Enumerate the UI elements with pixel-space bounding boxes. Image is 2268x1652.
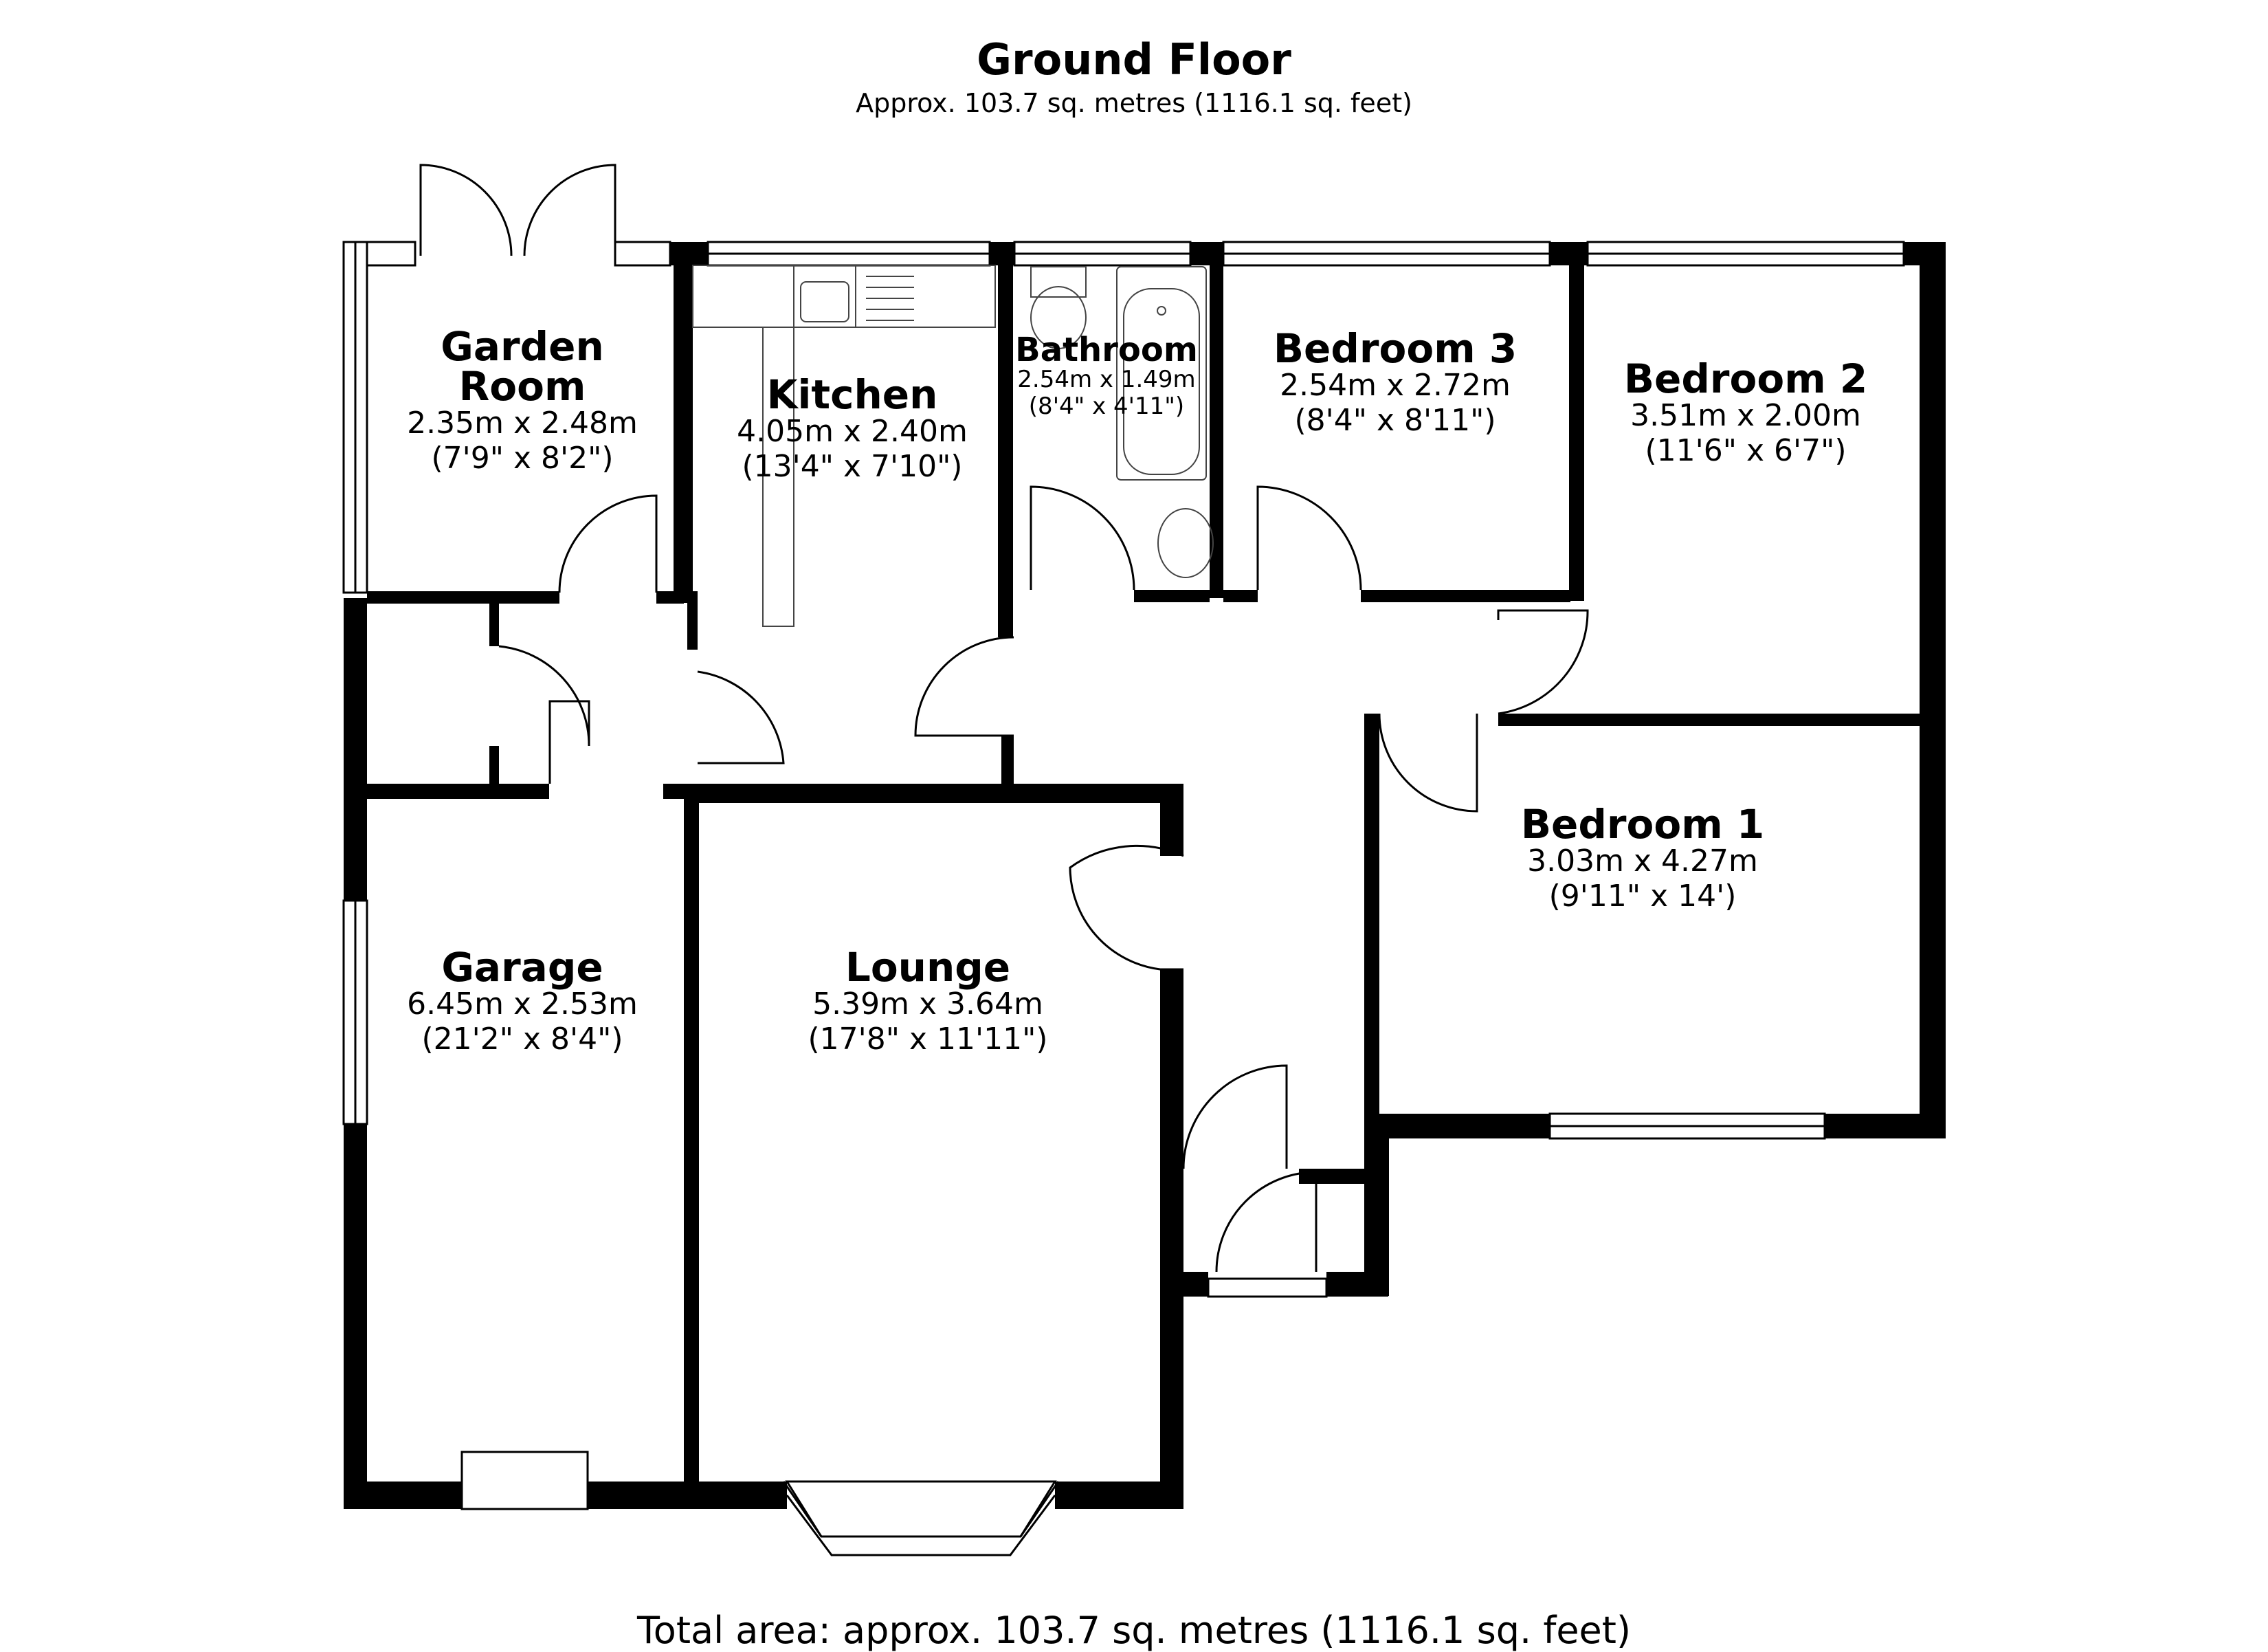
- fixtures: [692, 265, 1214, 627]
- toilet-icon: [1030, 286, 1087, 349]
- room-metric: 3.51m x 2.00m: [1630, 398, 1861, 433]
- room-imperial: (8'4" x 8'11"): [1294, 402, 1496, 438]
- bay-window: [782, 1480, 1060, 1556]
- sink-icon: [793, 265, 856, 328]
- room-metric: 2.35m x 2.48m: [407, 406, 638, 441]
- room-name: Bedroom 2: [1623, 355, 1868, 402]
- walls: [344, 242, 1946, 1509]
- room-metric: 2.54m x 2.72m: [1280, 368, 1511, 403]
- room-label-kitchen: Kitchen 4.05m x 2.40m (13'4" x 7'10"): [708, 375, 997, 484]
- bathtub-icon: [1116, 266, 1207, 481]
- plan-title: Ground Floor: [977, 34, 1291, 85]
- room-name: Bedroom 3: [1273, 325, 1517, 372]
- kitchen-worktop: [692, 265, 996, 328]
- room-imperial: (7'9" x 8'2"): [431, 440, 614, 476]
- room-imperial: (21'2" x 8'4"): [421, 1021, 623, 1057]
- room-metric: 3.03m x 4.27m: [1527, 844, 1758, 879]
- room-metric: 2.54m x 1.49m: [1017, 366, 1196, 393]
- room-imperial: (8'4" x 4'11"): [1028, 393, 1185, 421]
- total-area-footer: Total area: approx. 103.7 sq. metres (11…: [636, 1609, 1632, 1652]
- room-metric: 5.39m x 3.64m: [812, 987, 1043, 1022]
- room-metric: 6.45m x 2.53m: [407, 987, 638, 1022]
- windows: [342, 241, 1905, 1510]
- toilet-cistern-icon: [1030, 266, 1087, 298]
- room-imperial: (11'6" x 6'7"): [1645, 432, 1847, 468]
- basin-icon: [1157, 508, 1214, 578]
- room-label-bathroom: Bathroom 2.54m x 1.49m (8'4" x 4'11"): [1007, 333, 1206, 420]
- room-metric: 4.05m x 2.40m: [737, 414, 968, 449]
- room-name: Lounge: [845, 944, 1011, 991]
- room-name: Garage: [441, 944, 603, 991]
- kitchen-counter: [762, 327, 794, 627]
- room-name: Garden: [441, 323, 604, 370]
- room-label-garden-room: Garden Room 2.35m x 2.48m (7'9" x 8'2"): [385, 327, 660, 476]
- room-label-bedroom2: Bedroom 2 3.51m x 2.00m (11'6" x 6'7"): [1594, 359, 1897, 468]
- plan-subtitle: Approx. 103.7 sq. metres (1116.1 sq. fee…: [856, 88, 1412, 118]
- room-imperial: (9'11" x 14'): [1548, 878, 1737, 914]
- room-name: Kitchen: [766, 371, 938, 418]
- room-name: Bathroom: [1015, 331, 1198, 369]
- room-name: Bedroom 1: [1520, 801, 1765, 848]
- room-label-garage: Garage 6.45m x 2.53m (21'2" x 8'4"): [385, 947, 660, 1057]
- room-imperial: (17'8" x 11'11"): [808, 1021, 1048, 1057]
- room-label-bedroom3: Bedroom 3 2.54m x 2.72m (8'4" x 8'11"): [1237, 329, 1553, 438]
- room-label-bedroom1: Bedroom 1 3.03m x 4.27m (9'11" x 14'): [1485, 804, 1801, 914]
- doors: [419, 164, 1589, 1273]
- room-label-lounge: Lounge 5.39m x 3.64m (17'8" x 11'11"): [777, 947, 1079, 1057]
- room-imperial: (13'4" x 7'10"): [742, 448, 963, 484]
- room-name: Room: [458, 363, 586, 410]
